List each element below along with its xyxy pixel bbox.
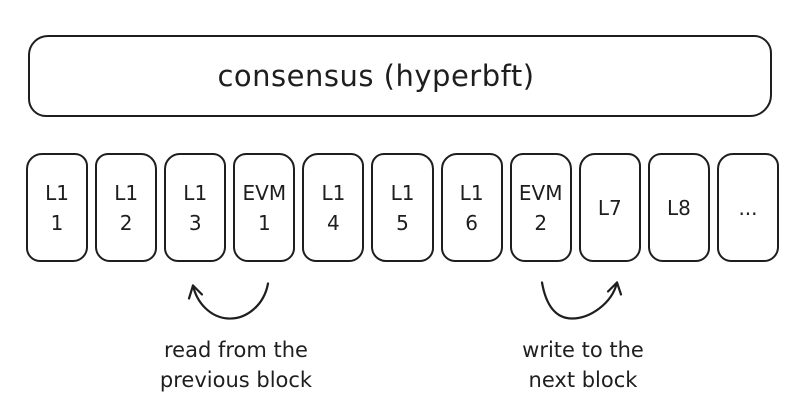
block-label: L8 <box>666 195 691 220</box>
block-label: L1 1 <box>45 180 69 235</box>
write-arrow-icon <box>540 281 623 320</box>
block-label: L1 4 <box>321 180 346 235</box>
block-l1-1: L1 1 <box>26 153 89 262</box>
block-label: ... <box>738 195 758 220</box>
block-ellipsis: ... <box>716 153 780 262</box>
block-label: L1 6 <box>459 180 484 235</box>
block-l1-5: L1 5 <box>371 153 434 262</box>
read-arrow-icon <box>187 282 270 320</box>
block-label: EVM 1 <box>242 180 287 235</box>
block-l7: L7 <box>578 153 641 262</box>
block-evm-1: EVM 1 <box>233 153 296 262</box>
block-label: L1 3 <box>183 180 208 235</box>
block-label: L7 <box>597 195 622 220</box>
consensus-box: consensus (hyperbft) <box>28 35 772 117</box>
block-evm-2: EVM 2 <box>509 153 572 262</box>
write-annotation: write to the next block <box>522 338 644 392</box>
block-label: L1 2 <box>114 180 139 235</box>
block-l8: L8 <box>647 153 710 262</box>
consensus-label: consensus (hyperbft) <box>217 59 535 93</box>
block-l1-4: L1 4 <box>302 153 365 262</box>
block-l1-6: L1 6 <box>440 153 503 262</box>
read-annotation: read from the previous block <box>159 338 313 392</box>
block-l1-2: L1 2 <box>95 153 158 262</box>
blocks-row: L1 1 L1 2 L1 3 EVM 1 L1 4 L1 5 L1 6 EVM … <box>26 153 780 262</box>
block-l1-3: L1 3 <box>164 153 227 262</box>
block-label: L1 5 <box>390 180 415 235</box>
block-label: EVM 2 <box>518 180 563 235</box>
